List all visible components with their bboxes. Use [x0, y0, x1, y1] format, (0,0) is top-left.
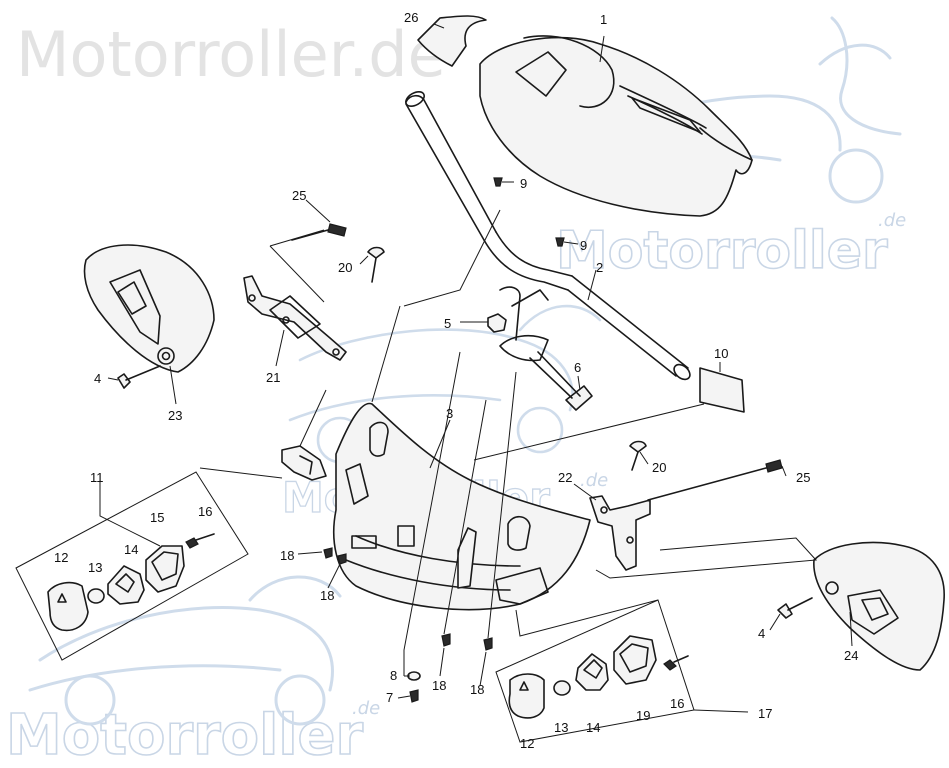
part-23-left-mirror	[83, 244, 215, 373]
watermark-brand-top: Motorroller.de	[16, 18, 446, 91]
part-22-mirror-bracket	[589, 495, 651, 571]
callout-18-a: 18	[280, 548, 294, 563]
callout-19: 19	[636, 708, 650, 723]
callout-7: 7	[386, 690, 393, 705]
callout-24: 24	[844, 648, 858, 663]
callout-18-c: 18	[432, 678, 446, 693]
callout-18-b: 18	[320, 588, 334, 603]
callout-17: 17	[758, 706, 772, 721]
callout-20-left: 20	[338, 260, 352, 275]
callout-8: 8	[390, 668, 397, 683]
callout-4-left: 4	[94, 371, 101, 386]
callout-9-lower: 9	[580, 238, 587, 253]
callout-10: 10	[714, 346, 728, 361]
callout-13-right: 13	[554, 720, 568, 735]
callout-3: 3	[446, 406, 453, 421]
callout-14-right: 14	[586, 720, 600, 735]
watermark-suffix-right: .de	[878, 210, 906, 231]
callout-11: 11	[90, 470, 104, 485]
callout-12-right: 12	[520, 736, 534, 751]
callout-18-d: 18	[470, 682, 484, 697]
callout-25-right: 25	[796, 470, 810, 485]
callout-16-right: 16	[670, 696, 684, 711]
part-2-handlebar	[405, 90, 691, 381]
scooter-watermark-icon-bottom	[28, 575, 342, 726]
leader-lines	[99, 23, 853, 713]
watermark-suffix-bottom: .de	[352, 698, 380, 719]
callout-16-left: 16	[198, 504, 212, 519]
fasteners	[117, 177, 813, 703]
watermark-layer: Motorroller.de Motorroller .de Motorroll…	[5, 16, 906, 768]
part-10-label-plate	[699, 367, 745, 413]
callout-5: 5	[444, 316, 451, 331]
callout-4-right: 4	[758, 626, 765, 641]
callout-13-left: 13	[88, 560, 102, 575]
callout-labels: 1 26 25 9 9 20 2 5 10 6 21 4 23 3 20 11 …	[54, 10, 858, 751]
callout-21: 21	[266, 370, 280, 385]
part-17-right-indicator-assembly	[495, 599, 695, 743]
callout-9-top: 9	[520, 176, 527, 191]
callout-14-left: 14	[124, 542, 138, 557]
callout-1: 1	[600, 12, 607, 27]
callout-6: 6	[574, 360, 581, 375]
part-26-small-cover	[417, 15, 487, 67]
part-21-mirror-bracket	[243, 275, 347, 361]
part-3-fairing	[333, 402, 591, 611]
watermark-brand-right: Motorroller	[556, 221, 888, 281]
callout-23: 23	[168, 408, 182, 423]
watermark-brand-bottom: Motorroller	[6, 703, 364, 768]
callout-2: 2	[596, 260, 603, 275]
callout-22: 22	[558, 470, 572, 485]
callout-12-left: 12	[54, 550, 68, 565]
part-side-mount	[281, 445, 327, 481]
callout-25-left: 25	[292, 188, 306, 203]
callout-20-right: 20	[652, 460, 666, 475]
part-24-right-mirror	[813, 541, 945, 671]
watermark-suffix-center: .de	[580, 470, 608, 491]
callout-15: 15	[150, 510, 164, 525]
part-11-left-indicator-assembly	[15, 471, 249, 661]
callout-26: 26	[404, 10, 418, 25]
part-1-front-cover	[479, 35, 753, 217]
